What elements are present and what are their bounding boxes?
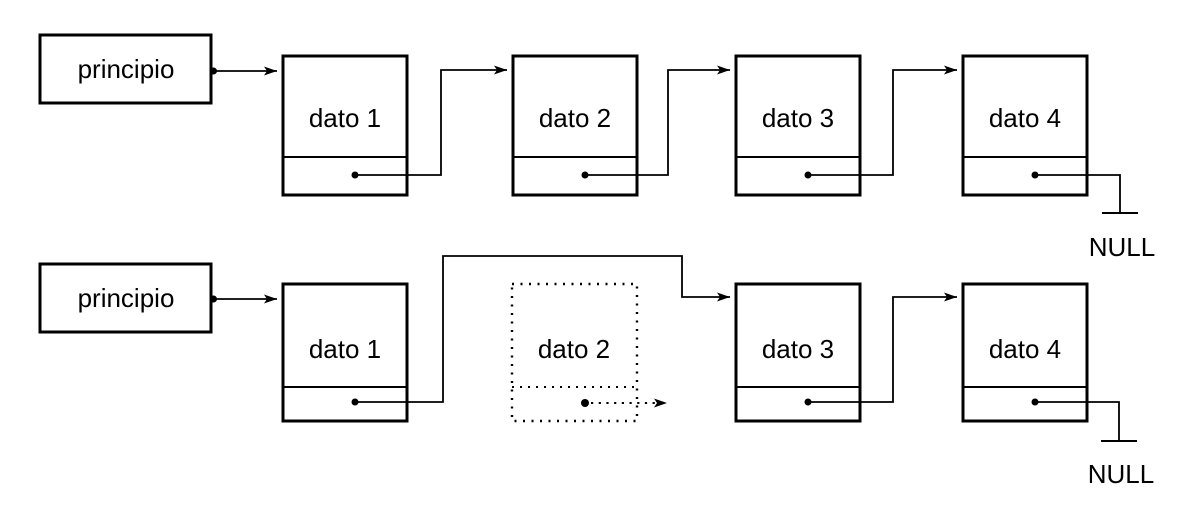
node-box xyxy=(961,282,1089,423)
node-label: dato 1 xyxy=(309,103,381,133)
node-label: dato 3 xyxy=(762,103,834,133)
node-dato1: dato 1 xyxy=(281,255,730,423)
row-after-deletion: principio dato 1 dato 2 dato 3 xyxy=(38,255,1154,489)
node-label: dato 4 xyxy=(989,334,1061,364)
node-box xyxy=(961,54,1089,197)
null-wire xyxy=(1035,174,1121,213)
node-dato4: dato 4 xyxy=(961,54,1089,197)
node-label: dato 2 xyxy=(539,103,611,133)
next-pointer-arrow xyxy=(808,65,957,176)
node-dato2-deleted: dato 2 xyxy=(510,282,667,423)
next-pointer-arrow xyxy=(585,65,730,176)
head-pointer: principio xyxy=(38,262,277,334)
node-dato2: dato 2 xyxy=(511,54,730,197)
pointer-dot xyxy=(581,399,589,407)
null-terminator: NULL xyxy=(1035,174,1155,262)
deleted-node-box xyxy=(510,282,639,423)
head-label: principio xyxy=(78,283,175,313)
null-terminator: NULL xyxy=(1035,401,1154,489)
node-label: dato 3 xyxy=(762,334,834,364)
node-label: dato 1 xyxy=(309,334,381,364)
row-original-list: principio dato 1 dato 2 dato 3 xyxy=(38,33,1155,262)
head-label: principio xyxy=(78,54,175,84)
node-box xyxy=(734,282,862,423)
null-label: NULL xyxy=(1089,232,1155,262)
null-wire xyxy=(1035,401,1120,441)
node-box xyxy=(281,54,409,197)
next-pointer-arrow xyxy=(355,65,507,176)
node-dato1: dato 1 xyxy=(281,54,507,197)
node-box xyxy=(281,282,409,423)
node-box xyxy=(734,54,862,197)
node-label: dato 2 xyxy=(538,334,610,364)
head-pointer: principio xyxy=(38,33,277,105)
node-dato3: dato 3 xyxy=(734,282,957,423)
null-label: NULL xyxy=(1088,459,1154,489)
node-label: dato 4 xyxy=(989,103,1061,133)
node-box xyxy=(511,54,639,197)
node-dato4: dato 4 xyxy=(961,282,1089,423)
head-box xyxy=(38,33,213,105)
node-dato3: dato 3 xyxy=(734,54,957,197)
next-pointer-arrow xyxy=(808,292,957,403)
bypass-pointer-arrow xyxy=(355,255,730,403)
